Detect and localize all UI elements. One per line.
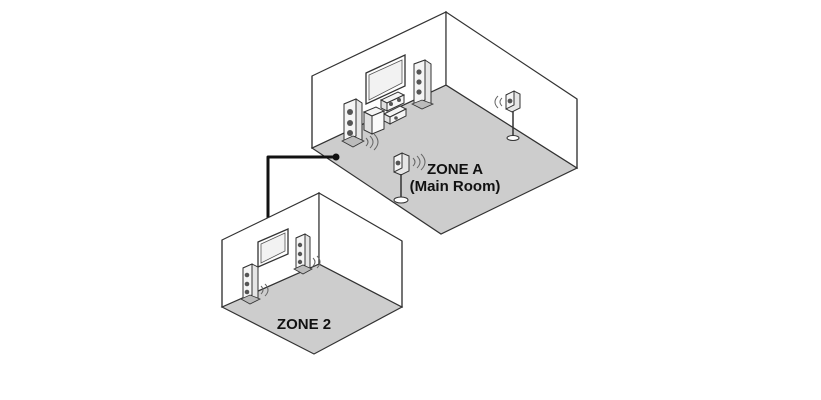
center-speaker-icon [379, 91, 406, 112]
tv-icon [365, 53, 406, 106]
surround-speaker-icon [393, 152, 410, 204]
floor-speaker-icon [293, 233, 313, 275]
tv-icon [257, 228, 289, 268]
surround-speaker-icon [505, 90, 521, 141]
subwoofer-icon [362, 106, 386, 135]
zone-2-title: ZONE 2 [277, 316, 331, 333]
sound-wave-icon [494, 95, 503, 109]
zone-a-subtitle: (Main Room) [410, 178, 501, 195]
floor-speaker-icon [240, 263, 261, 305]
floor-speaker-icon [411, 59, 435, 110]
floor-speaker-icon [341, 98, 365, 148]
zone-a-title: ZONE A [427, 161, 483, 178]
sound-wave-icon [312, 255, 321, 269]
sound-wave-icon [260, 283, 269, 297]
sound-wave-icon [365, 133, 379, 151]
av-receiver-icon [382, 105, 408, 125]
sound-wave-icon [412, 153, 426, 171]
